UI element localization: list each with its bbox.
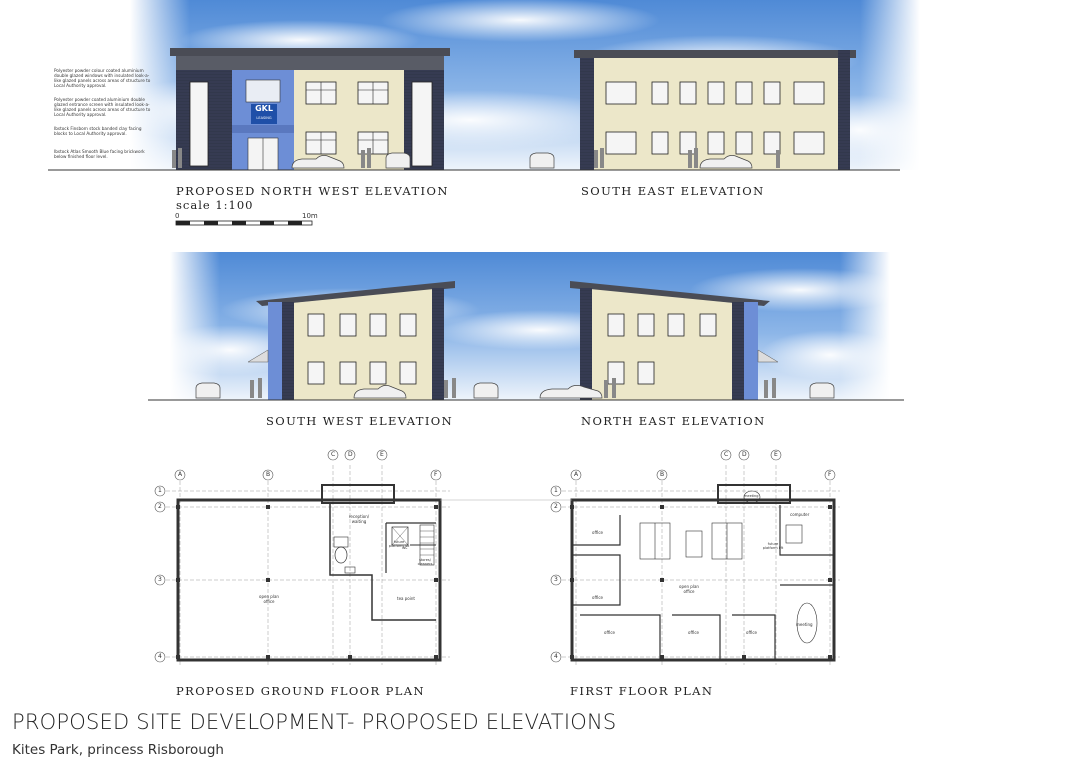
grid-letter-b-ground: B — [266, 471, 271, 478]
label-south-west-elevation: SOUTH WEST ELEVATION — [266, 414, 454, 428]
room-meeting-1: meeting — [796, 622, 813, 627]
north-east-elevation — [539, 281, 835, 400]
grid-number-3-ground: 3 — [158, 576, 162, 583]
ground-floor-plan — [160, 465, 450, 665]
grid-bubbles — [154, 449, 836, 663]
scale-start: 0 — [175, 212, 180, 220]
grid-number-1-ground: 1 — [158, 487, 162, 494]
grid-number-2-ground: 2 — [158, 503, 162, 510]
spec-note-4: Ibstock Atlas Smooth Blue facing brickwo… — [54, 149, 145, 159]
room-office-3: office — [604, 630, 615, 635]
first-floor-plan — [556, 465, 840, 665]
scale-label: scale 1:100 — [176, 198, 254, 212]
top-elevations-drawing — [48, 0, 940, 226]
label-north-west-elevation: PROPOSED NORTH WEST ELEVATION — [176, 184, 449, 198]
room-office-2: office — [592, 595, 603, 600]
room-reception: reception/ waiting — [348, 514, 370, 524]
grid-number-1-first: 1 — [554, 487, 558, 494]
grid-letter-d-ground: D — [348, 451, 353, 458]
middle-elevations-drawing — [148, 252, 910, 401]
south-east-elevation — [529, 50, 856, 170]
room-office-1: office — [592, 530, 603, 535]
room-open-plan-first: open plan office — [679, 584, 699, 594]
elevations-top-row — [0, 0, 1079, 230]
grid-letter-c-ground: C — [331, 451, 336, 458]
page-title: PROPOSED SITE DEVELOPMENT- PROPOSED ELEV… — [12, 710, 617, 734]
grid-letter-d-first: D — [742, 451, 747, 458]
grid-letter-e-first: E — [774, 451, 778, 458]
label-ground-floor-plan: PROPOSED GROUND FLOOR PLAN — [176, 684, 425, 698]
room-meeting-2: meeting — [744, 494, 759, 498]
page-subtitle: Kites Park, princess Risborough — [12, 742, 224, 758]
room-office-4: office — [688, 630, 699, 635]
grid-number-4-ground: 4 — [158, 653, 162, 660]
grid-letter-b-first: B — [660, 471, 665, 478]
label-north-east-elevation: NORTH EAST ELEVATION — [581, 414, 766, 428]
south-west-elevation — [195, 281, 499, 400]
grid-number-2-first: 2 — [554, 503, 558, 510]
gkl-sign-sub: LEASING — [256, 116, 272, 120]
room-computer: computer — [790, 512, 810, 517]
grid-letter-a-first: A — [574, 471, 579, 478]
sky-middle — [150, 252, 910, 400]
elevations-middle-row — [0, 240, 1079, 410]
grid-letter-c-first: C — [724, 451, 729, 458]
label-first-floor-plan: FIRST FLOOR PLAN — [570, 684, 714, 698]
spec-note-2: Polyester powder coated aluminium double… — [54, 97, 151, 117]
room-wc: wc — [402, 545, 408, 550]
room-tea-point: tea point — [397, 596, 415, 601]
spec-note-1: Polyester powder colour coated aluminium… — [54, 68, 151, 88]
scale-bar — [175, 220, 313, 226]
floor-plans — [0, 445, 1079, 675]
room-open-plan-ground: open plan office — [259, 594, 279, 604]
room-stores: stores/ cleaners — [417, 558, 433, 566]
room-office-5: office — [746, 630, 757, 635]
grid-letter-e-ground: E — [380, 451, 384, 458]
grid-letter-f-first: F — [828, 471, 832, 478]
room-lift-ground: future platform lift — [388, 540, 410, 548]
spec-note-3: Ibstock Finsborn stock banded clay facin… — [54, 126, 142, 136]
room-lift-first: future platform lift — [762, 542, 784, 550]
grid-letter-a-ground: A — [178, 471, 183, 478]
grid-letter-f-ground: F — [434, 471, 438, 478]
scale-end: 10m — [302, 212, 318, 220]
north-west-elevation — [170, 48, 450, 171]
label-south-east-elevation: SOUTH EAST ELEVATION — [581, 184, 765, 198]
grid-number-4-first: 4 — [554, 653, 558, 660]
floor-plans-drawing — [154, 449, 840, 665]
gkl-sign: GKL — [255, 104, 273, 113]
grid-number-3-first: 3 — [554, 576, 558, 583]
